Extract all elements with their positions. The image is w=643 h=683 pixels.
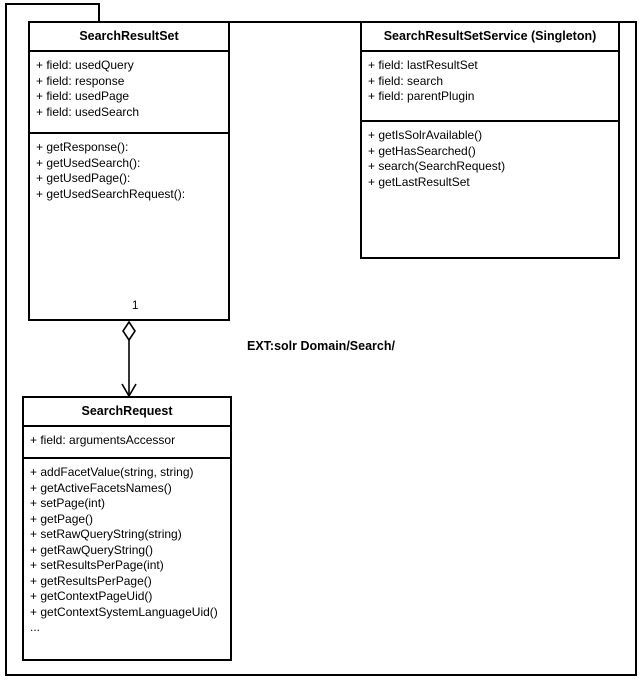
class-title-searchrequest: SearchRequest xyxy=(24,398,230,427)
method-row: + setResultsPerPage(int) xyxy=(30,558,164,572)
method-row: + setPage(int) xyxy=(30,496,106,510)
method-row: + getContextSystemLanguageUid() xyxy=(30,604,218,619)
method-row: + getResponse(): xyxy=(36,140,129,154)
method-row: + addFacetValue(string, string) xyxy=(30,465,194,479)
class-title-searchresultset: SearchResultSet xyxy=(30,23,228,52)
field-row: + field: response xyxy=(36,73,125,88)
field-row: + field: argumentsAccessor xyxy=(30,433,176,447)
class-title-searchresultsetservice: SearchResultSetService (Singleton) xyxy=(362,23,618,52)
uml-class-searchrequest[interactable]: SearchRequest + field: argumentsAccessor… xyxy=(22,396,232,661)
method-row: + getUsedSearchRequest(): xyxy=(36,186,186,201)
field-row: + field: search xyxy=(368,73,444,88)
package-frame xyxy=(5,21,637,676)
method-row: + getUsedSearch(): xyxy=(36,155,141,170)
method-row: + getIsSolrAvailable() xyxy=(368,128,483,142)
method-row: + search(SearchRequest) xyxy=(368,159,506,173)
method-row: + getPage() xyxy=(30,511,94,526)
class-fields-searchresultset: + field: usedQuery + field: response + f… xyxy=(30,52,228,132)
class-methods-searchrequest: + addFacetValue(string, string) + getAct… xyxy=(24,457,230,662)
field-row: + field: usedSearch xyxy=(36,104,140,119)
class-methods-searchresultset: + getResponse(): + getUsedSearch(): + ge… xyxy=(30,132,228,321)
diagram-annotation: EXT:solr Domain/Search/ xyxy=(247,339,395,353)
method-row: + getContextPageUid() xyxy=(30,589,153,603)
association-multiplicity-source: 1 xyxy=(132,300,139,312)
method-row: + getResultsPerPage() xyxy=(30,573,152,588)
method-row: + getLastResultSet xyxy=(368,174,470,189)
method-row: ... xyxy=(30,620,41,634)
field-row: + field: lastResultSet xyxy=(368,58,478,72)
uml-class-searchresultsetservice[interactable]: SearchResultSetService (Singleton) + fie… xyxy=(360,21,620,259)
method-row: + getActiveFacetsNames() xyxy=(30,480,172,495)
method-row: + getHasSearched() xyxy=(368,143,476,158)
method-row: + getUsedPage(): xyxy=(36,171,131,185)
field-row: + field: usedPage xyxy=(36,89,130,103)
field-row: + field: parentPlugin xyxy=(368,89,475,103)
aggregation-connector[interactable] xyxy=(104,300,156,400)
class-methods-searchresultsetservice: + getIsSolrAvailable() + getHasSearched(… xyxy=(362,120,618,261)
class-fields-searchrequest: + field: argumentsAccessor xyxy=(24,427,230,457)
uml-class-searchresultset[interactable]: SearchResultSet + field: usedQuery + fie… xyxy=(28,21,230,321)
package-tab xyxy=(5,3,100,23)
method-row: + getRawQueryString() xyxy=(30,542,154,557)
class-fields-searchresultsetservice: + field: lastResultSet + field: search +… xyxy=(362,52,618,120)
field-row: + field: usedQuery xyxy=(36,58,134,72)
method-row: + setRawQueryString(string) xyxy=(30,527,182,541)
